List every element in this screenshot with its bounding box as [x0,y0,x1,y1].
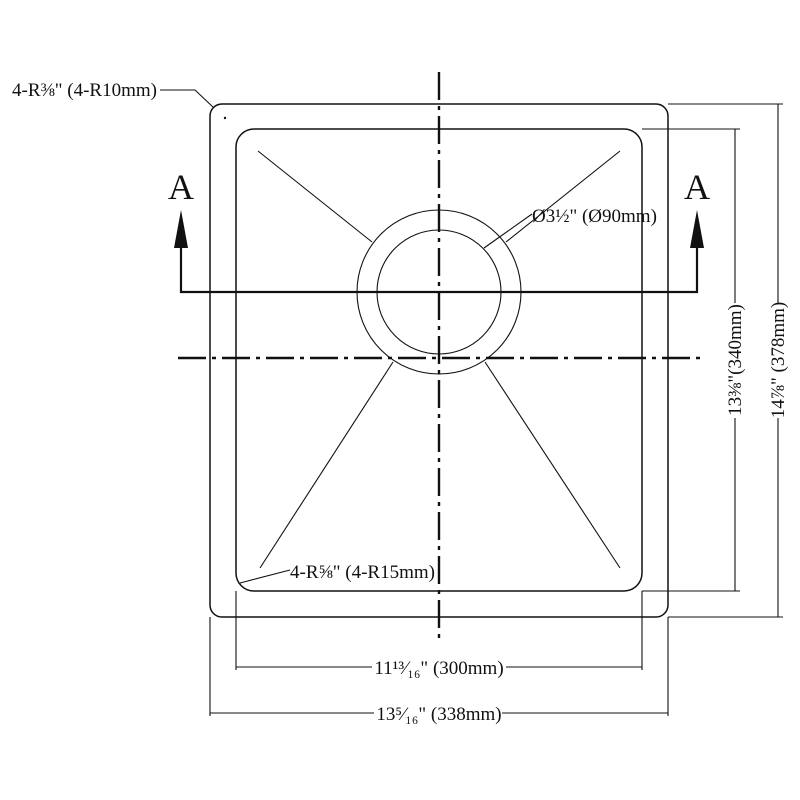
drain-diameter-label: Ø3½" (Ø90mm) [532,206,657,227]
section-label-left: A [168,167,194,207]
inner-corner-radius-label: 4-R⅝" (4-R15mm) [290,562,435,583]
corner-dot [223,116,227,120]
depth-dimensions [642,103,783,618]
arrow-up-icon [690,210,704,248]
outer-width-label: 13⁵⁄₁₆" (338mm) [376,704,501,725]
width-dimensions [209,591,669,716]
outer-corner-radius-label: 4-R⅜" (4-R10mm) [12,80,157,101]
inner-depth-label: 13⅜"(340mm) [725,304,746,416]
slope-lines [257,150,621,569]
outer-depth-label: 14⅞" (378mm) [768,302,789,418]
section-line [174,210,704,294]
inner-width-label: 11¹³⁄₁₆" (300mm) [374,658,503,679]
section-label-right: A [684,167,710,207]
arrow-up-icon [174,210,188,248]
